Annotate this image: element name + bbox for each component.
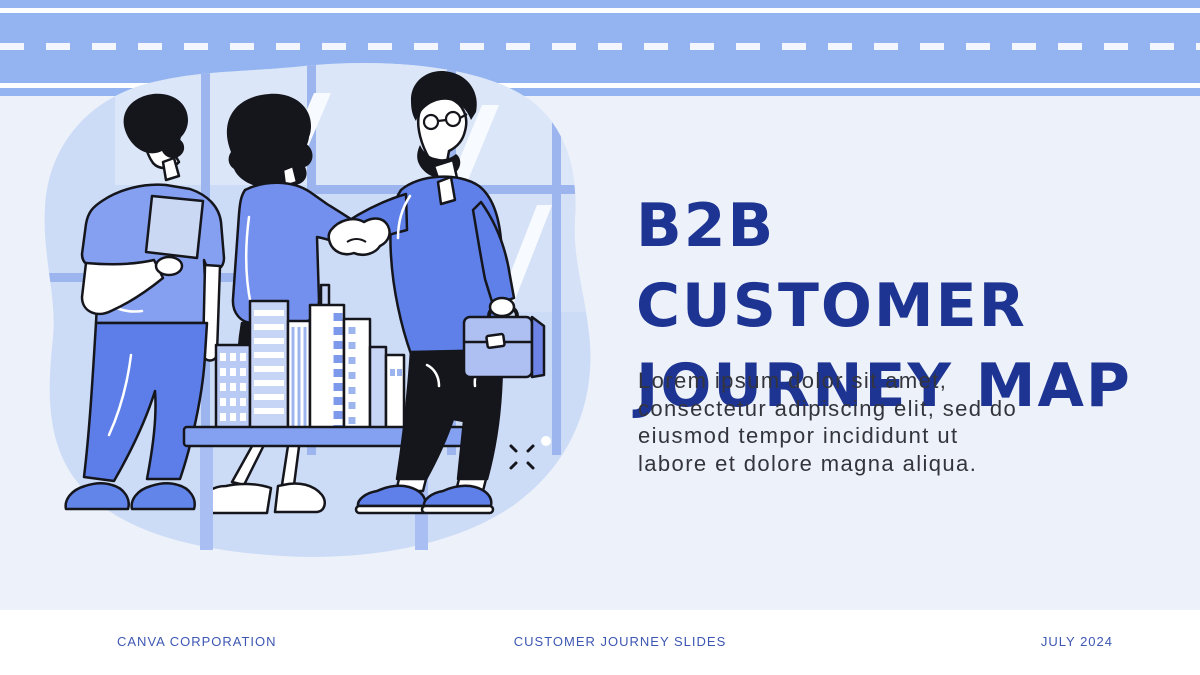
band-line (0, 8, 1200, 13)
body-line: consectetur adipiscing elit, sed do (638, 395, 1018, 421)
footer-company: CANVA CORPORATION (117, 634, 277, 649)
glasses-icon (422, 110, 468, 131)
title-line-1: B2B CUSTOMER (636, 191, 1027, 341)
slide-title: B2B CUSTOMER JOURNEY MAP (636, 186, 1176, 426)
footer-date: JULY 2024 (1040, 634, 1113, 649)
handshake (327, 217, 391, 256)
band-dashed-line (0, 43, 1200, 50)
band-line (0, 83, 1200, 88)
footer-deck-name: CUSTOMER JOURNEY SLIDES (513, 634, 727, 649)
slide-body-text: Lorem ipsum dolor sit amet, consectetur … (638, 367, 1118, 477)
slide-footer: CANVA CORPORATION CUSTOMER JOURNEY SLIDE… (0, 610, 1200, 675)
dot-icon (541, 436, 551, 446)
body-line: labore et dolore magna aliqua. (638, 450, 978, 476)
business-handshake-illustration (44, 63, 591, 557)
briefcase (462, 296, 546, 379)
person-left-tablet (64, 93, 226, 511)
title-line-2: JOURNEY MAP (636, 351, 1132, 421)
tablet (144, 194, 205, 260)
person-right-briefcase (333, 70, 516, 515)
body-line: Lorem ipsum dolor sit amet, (638, 368, 948, 393)
body-line: eiusmod tempor incididunt ut (638, 423, 959, 448)
sparkle-icon (509, 444, 535, 470)
